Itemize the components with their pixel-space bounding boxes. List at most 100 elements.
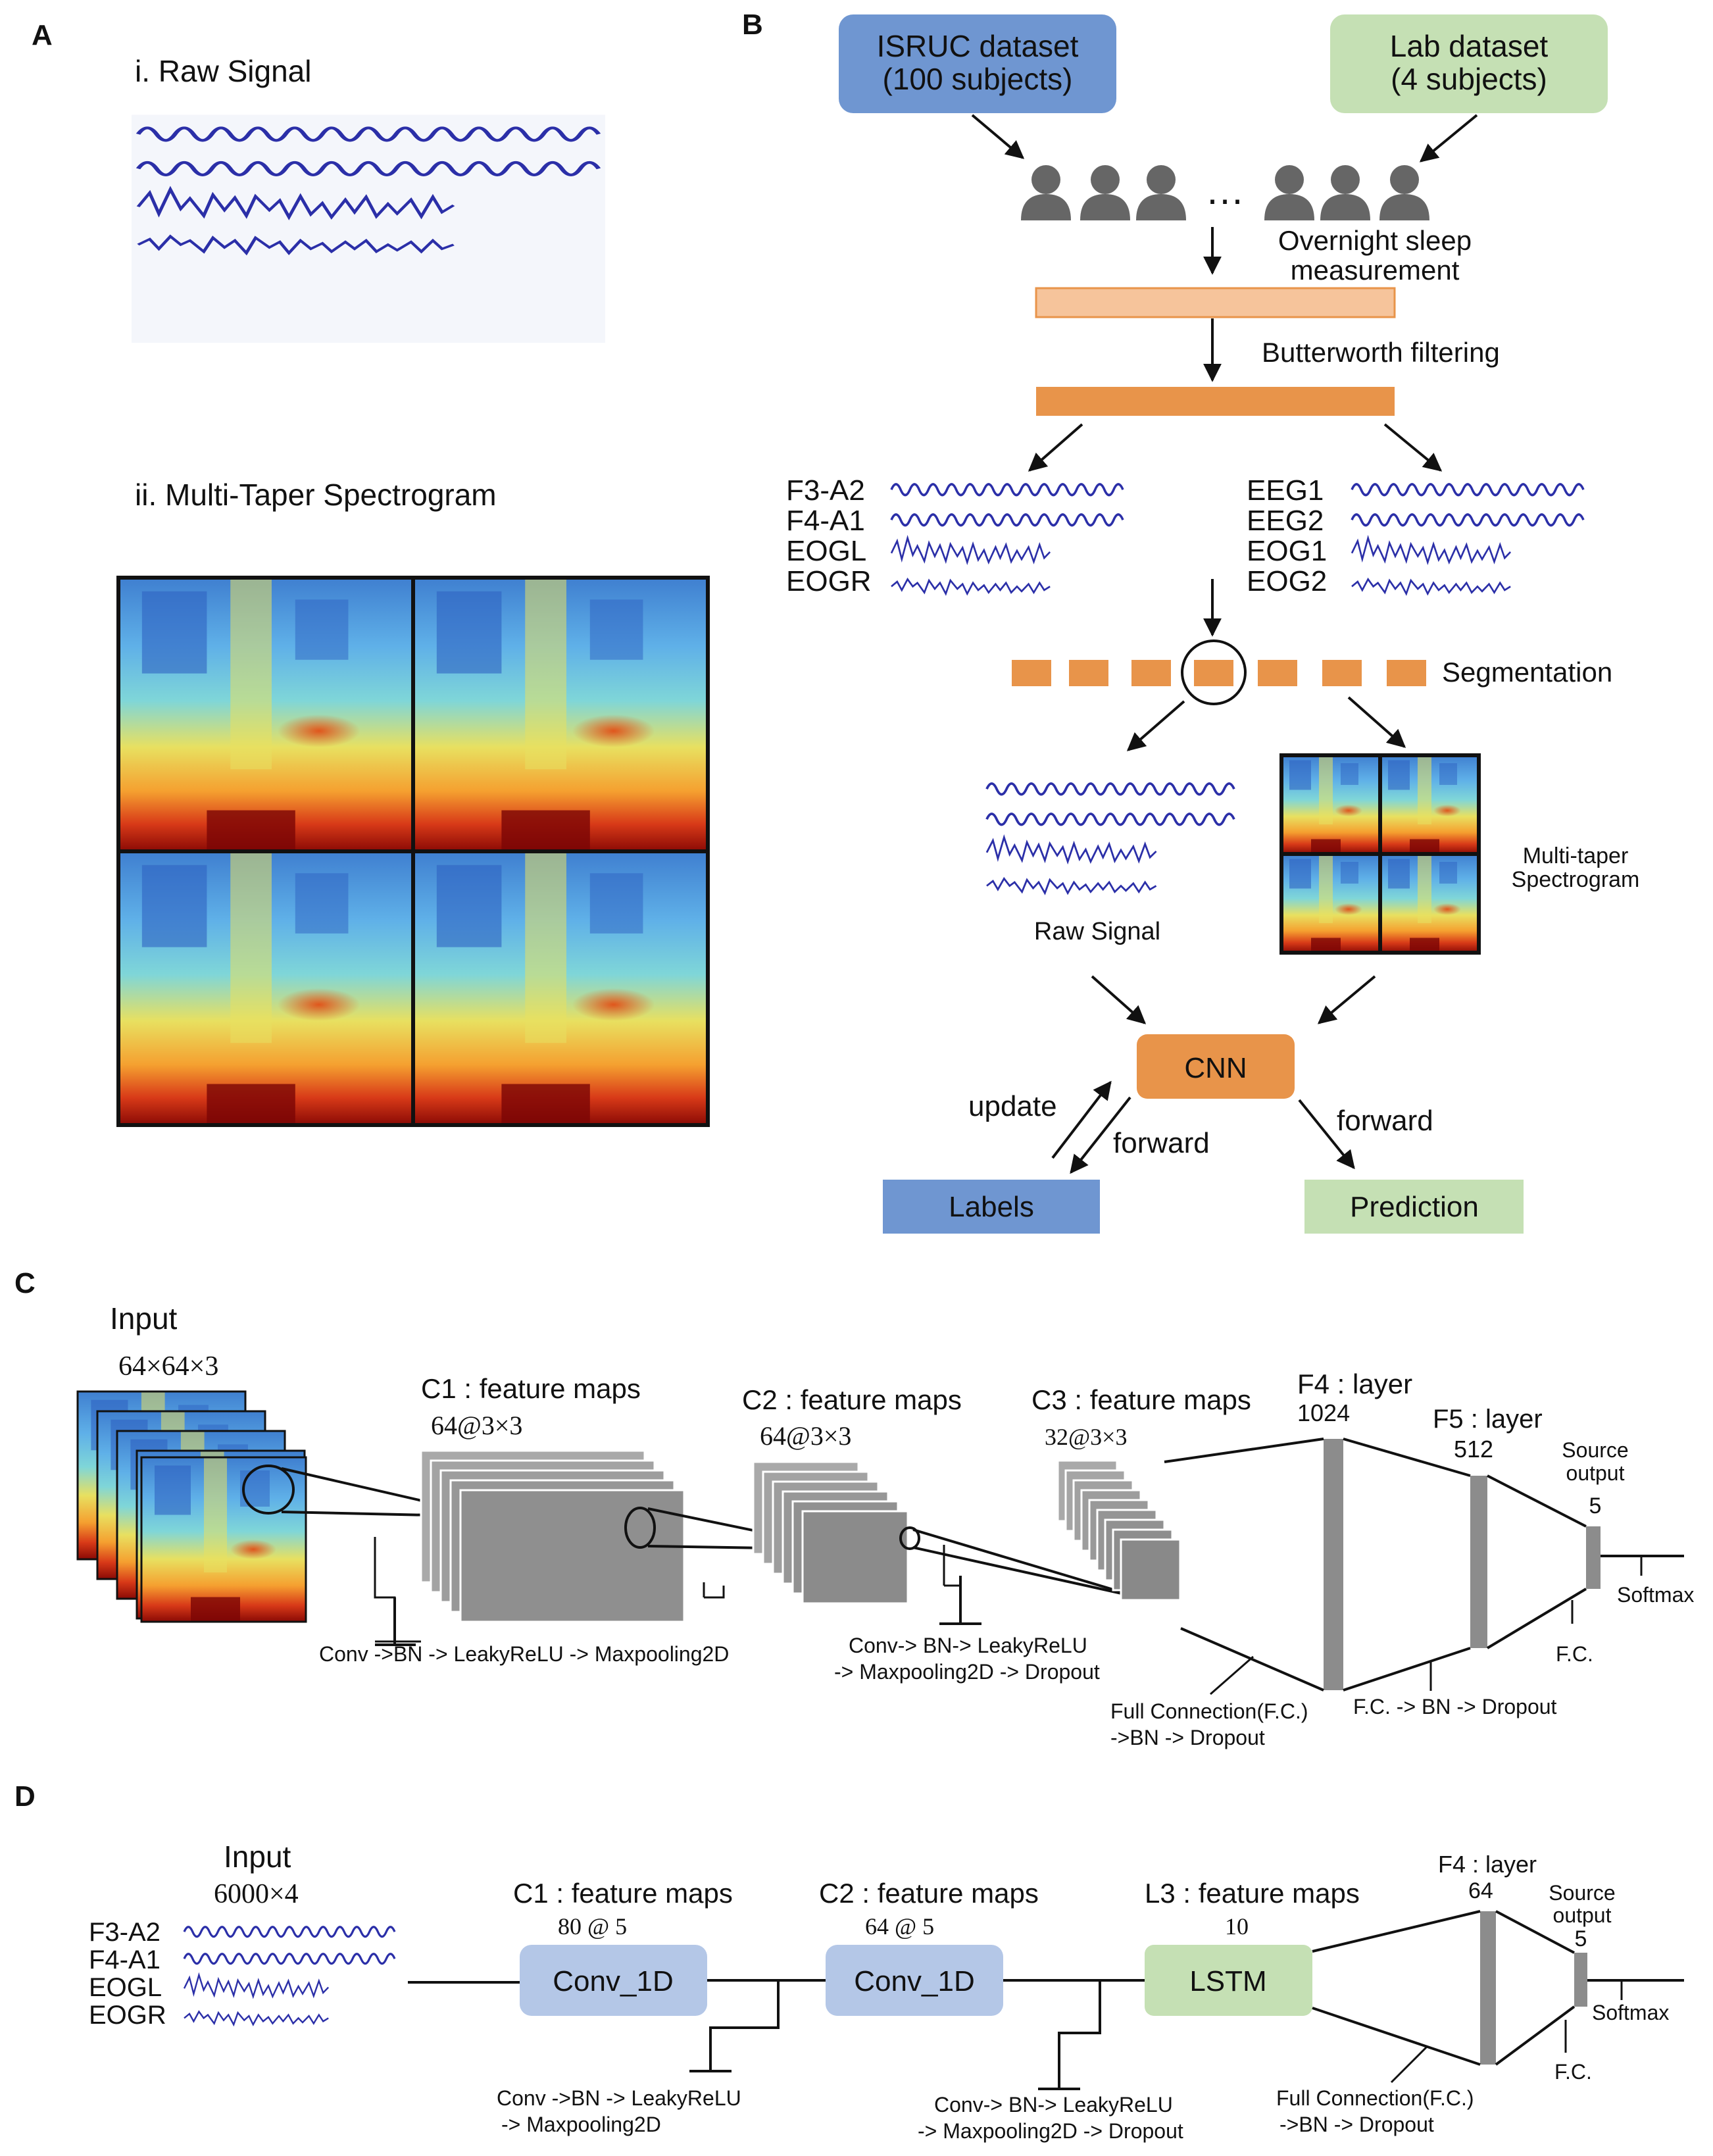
raw-signal-waves bbox=[132, 114, 605, 343]
channels-left: F3-A2 F4-A1 EOGL EOGR bbox=[786, 474, 1124, 597]
raw-signal-title: i. Raw Signal bbox=[135, 54, 311, 88]
c-source-label-2: output bbox=[1566, 1461, 1625, 1485]
overnight-label-1: Overnight sleep bbox=[1278, 225, 1472, 256]
multitaper-title: ii. Multi-Taper Spectrogram bbox=[135, 478, 497, 512]
svg-text:EOGL: EOGL bbox=[89, 1973, 162, 2002]
d-c1-dim: 80 @ 5 bbox=[558, 1913, 627, 1940]
c2-label: C2 : feature maps bbox=[742, 1384, 962, 1415]
segment-highlight bbox=[1181, 639, 1247, 705]
svg-text:Conv_1D: Conv_1D bbox=[854, 1965, 974, 1997]
d-op2-label-2: -> Maxpooling2D -> Dropout bbox=[918, 2119, 1183, 2143]
d-op1-label-1: Conv ->BN -> LeakyReLU bbox=[497, 2086, 741, 2110]
svg-text:EOGR: EOGR bbox=[786, 565, 872, 597]
f4-layer bbox=[1324, 1439, 1343, 1690]
c1-dim: 64@3×3 bbox=[431, 1411, 522, 1440]
butterworth-label: Butterworth filtering bbox=[1262, 337, 1500, 368]
svg-text:ISRUC dataset: ISRUC dataset bbox=[877, 29, 1079, 63]
d-source-output bbox=[1574, 1953, 1587, 2007]
d-input-dim: 6000×4 bbox=[214, 1879, 299, 1909]
panel-a-letter: A bbox=[32, 19, 53, 51]
c-op5-label: F.C. bbox=[1556, 1642, 1593, 1666]
d-op4-label: F.C. bbox=[1554, 2060, 1592, 2084]
labels-box: Labels bbox=[883, 1180, 1100, 1234]
subjects-icons bbox=[1021, 165, 1429, 220]
c2-dim: 64@3×3 bbox=[760, 1421, 851, 1451]
c3-label: C3 : feature maps bbox=[1031, 1384, 1251, 1415]
overnight-label-2: measurement bbox=[1291, 255, 1460, 286]
c-op2-label-1: Conv-> BN-> LeakyReLU bbox=[849, 1634, 1087, 1657]
segmentation-label: Segmentation bbox=[1442, 657, 1612, 688]
d-softmax-label: Softmax bbox=[1592, 2001, 1669, 2024]
lstm-box: LSTM bbox=[1145, 1945, 1312, 2016]
c-op3-label-1: Full Connection(F.C.) bbox=[1110, 1699, 1308, 1723]
c-input-stack bbox=[76, 1390, 307, 1623]
f5-dim: 512 bbox=[1454, 1436, 1493, 1463]
svg-text:(4 subjects): (4 subjects) bbox=[1391, 62, 1547, 96]
f5-layer bbox=[1470, 1476, 1487, 1648]
svg-text:Lab dataset: Lab dataset bbox=[1390, 29, 1549, 63]
svg-text:EEG2: EEG2 bbox=[1247, 505, 1324, 537]
svg-text:EOG1: EOG1 bbox=[1247, 535, 1327, 567]
update-label: update bbox=[968, 1090, 1057, 1122]
d-source-dim: 5 bbox=[1575, 1926, 1587, 1951]
d-conv1-box: Conv_1D bbox=[520, 1945, 707, 2016]
c-softmax-label: Softmax bbox=[1617, 1583, 1694, 1607]
f4-dim: 1024 bbox=[1297, 1399, 1350, 1426]
svg-text:Prediction: Prediction bbox=[1350, 1191, 1479, 1223]
d-source-label-1: Source bbox=[1549, 1881, 1615, 1905]
svg-text:LSTM: LSTM bbox=[1189, 1965, 1266, 1997]
l3-dim: 10 bbox=[1225, 1913, 1249, 1940]
c-input-receptive bbox=[242, 1465, 295, 1515]
prediction-box: Prediction bbox=[1304, 1180, 1524, 1234]
d-conv2-box: Conv_1D bbox=[826, 1945, 1003, 2016]
c-input-dim: 64×64×3 bbox=[118, 1351, 218, 1382]
c2-feature-maps bbox=[752, 1461, 909, 1605]
d-c1-label: C1 : feature maps bbox=[513, 1878, 733, 1909]
svg-text:(100 subjects): (100 subjects) bbox=[883, 62, 1073, 96]
isruc-dataset-box: ISRUC dataset (100 subjects) bbox=[839, 14, 1116, 113]
svg-text:CNN: CNN bbox=[1184, 1052, 1247, 1084]
d-op1-label-2: -> Maxpooling2D bbox=[501, 2113, 661, 2136]
svg-text:EOGL: EOGL bbox=[786, 535, 866, 567]
f4-label: F4 : layer bbox=[1297, 1368, 1412, 1399]
c-op4-label: F.C. -> BN -> Dropout bbox=[1353, 1695, 1557, 1718]
svg-text:Conv_1D: Conv_1D bbox=[553, 1965, 673, 1997]
d-input-label: Input bbox=[224, 1840, 291, 1874]
svg-text:EEG1: EEG1 bbox=[1247, 474, 1324, 507]
d-c2-dim: 64 @ 5 bbox=[865, 1913, 934, 1940]
c-source-label-1: Source bbox=[1562, 1438, 1628, 1462]
c1-feature-maps bbox=[420, 1449, 685, 1623]
segmentation-blocks bbox=[1012, 660, 1426, 686]
panel-d-letter: D bbox=[14, 1780, 36, 1813]
multitaper-spectrogram bbox=[116, 576, 710, 1127]
c-op2-label-2: -> Maxpooling2D -> Dropout bbox=[834, 1660, 1100, 1684]
c1-label: C1 : feature maps bbox=[421, 1373, 641, 1404]
d-c2-label: C2 : feature maps bbox=[819, 1878, 1039, 1909]
filtered-data-bar bbox=[1036, 387, 1395, 416]
svg-text:EOG2: EOG2 bbox=[1247, 565, 1327, 597]
multitaper-label-1: Multi-taper bbox=[1523, 843, 1629, 868]
svg-text:F3-A2: F3-A2 bbox=[786, 474, 865, 507]
c-op3-label-2: ->BN -> Dropout bbox=[1110, 1726, 1265, 1749]
svg-text:F4-A1: F4-A1 bbox=[89, 1945, 161, 1974]
svg-text:EOGR: EOGR bbox=[89, 2001, 166, 2030]
f5-label: F5 : layer bbox=[1433, 1405, 1543, 1434]
c3-dim: 32@3×3 bbox=[1045, 1424, 1127, 1450]
segment-raw-signal bbox=[985, 782, 1235, 895]
d-f4-label: F4 : layer bbox=[1438, 1851, 1537, 1878]
segment-spectrogram bbox=[1279, 753, 1481, 955]
d-op3-label-1: Full Connection(F.C.) bbox=[1276, 2086, 1474, 2110]
c-source-output bbox=[1586, 1526, 1601, 1589]
d-op2-label-1: Conv-> BN-> LeakyReLU bbox=[934, 2093, 1173, 2117]
forward-right-label: forward bbox=[1337, 1105, 1433, 1137]
subjects-ellipsis: … bbox=[1205, 168, 1245, 213]
svg-text:Labels: Labels bbox=[949, 1191, 1034, 1223]
c-source-dim: 5 bbox=[1589, 1493, 1602, 1518]
multitaper-label-2: Spectrogram bbox=[1512, 867, 1640, 892]
c3-feature-maps bbox=[1056, 1459, 1181, 1601]
svg-text:F4-A1: F4-A1 bbox=[786, 505, 865, 537]
channels-right: EEG1 EEG2 EOG1 EOG2 bbox=[1247, 474, 1585, 597]
svg-text:F3-A2: F3-A2 bbox=[89, 1918, 161, 1947]
cnn-box: CNN bbox=[1137, 1034, 1295, 1099]
